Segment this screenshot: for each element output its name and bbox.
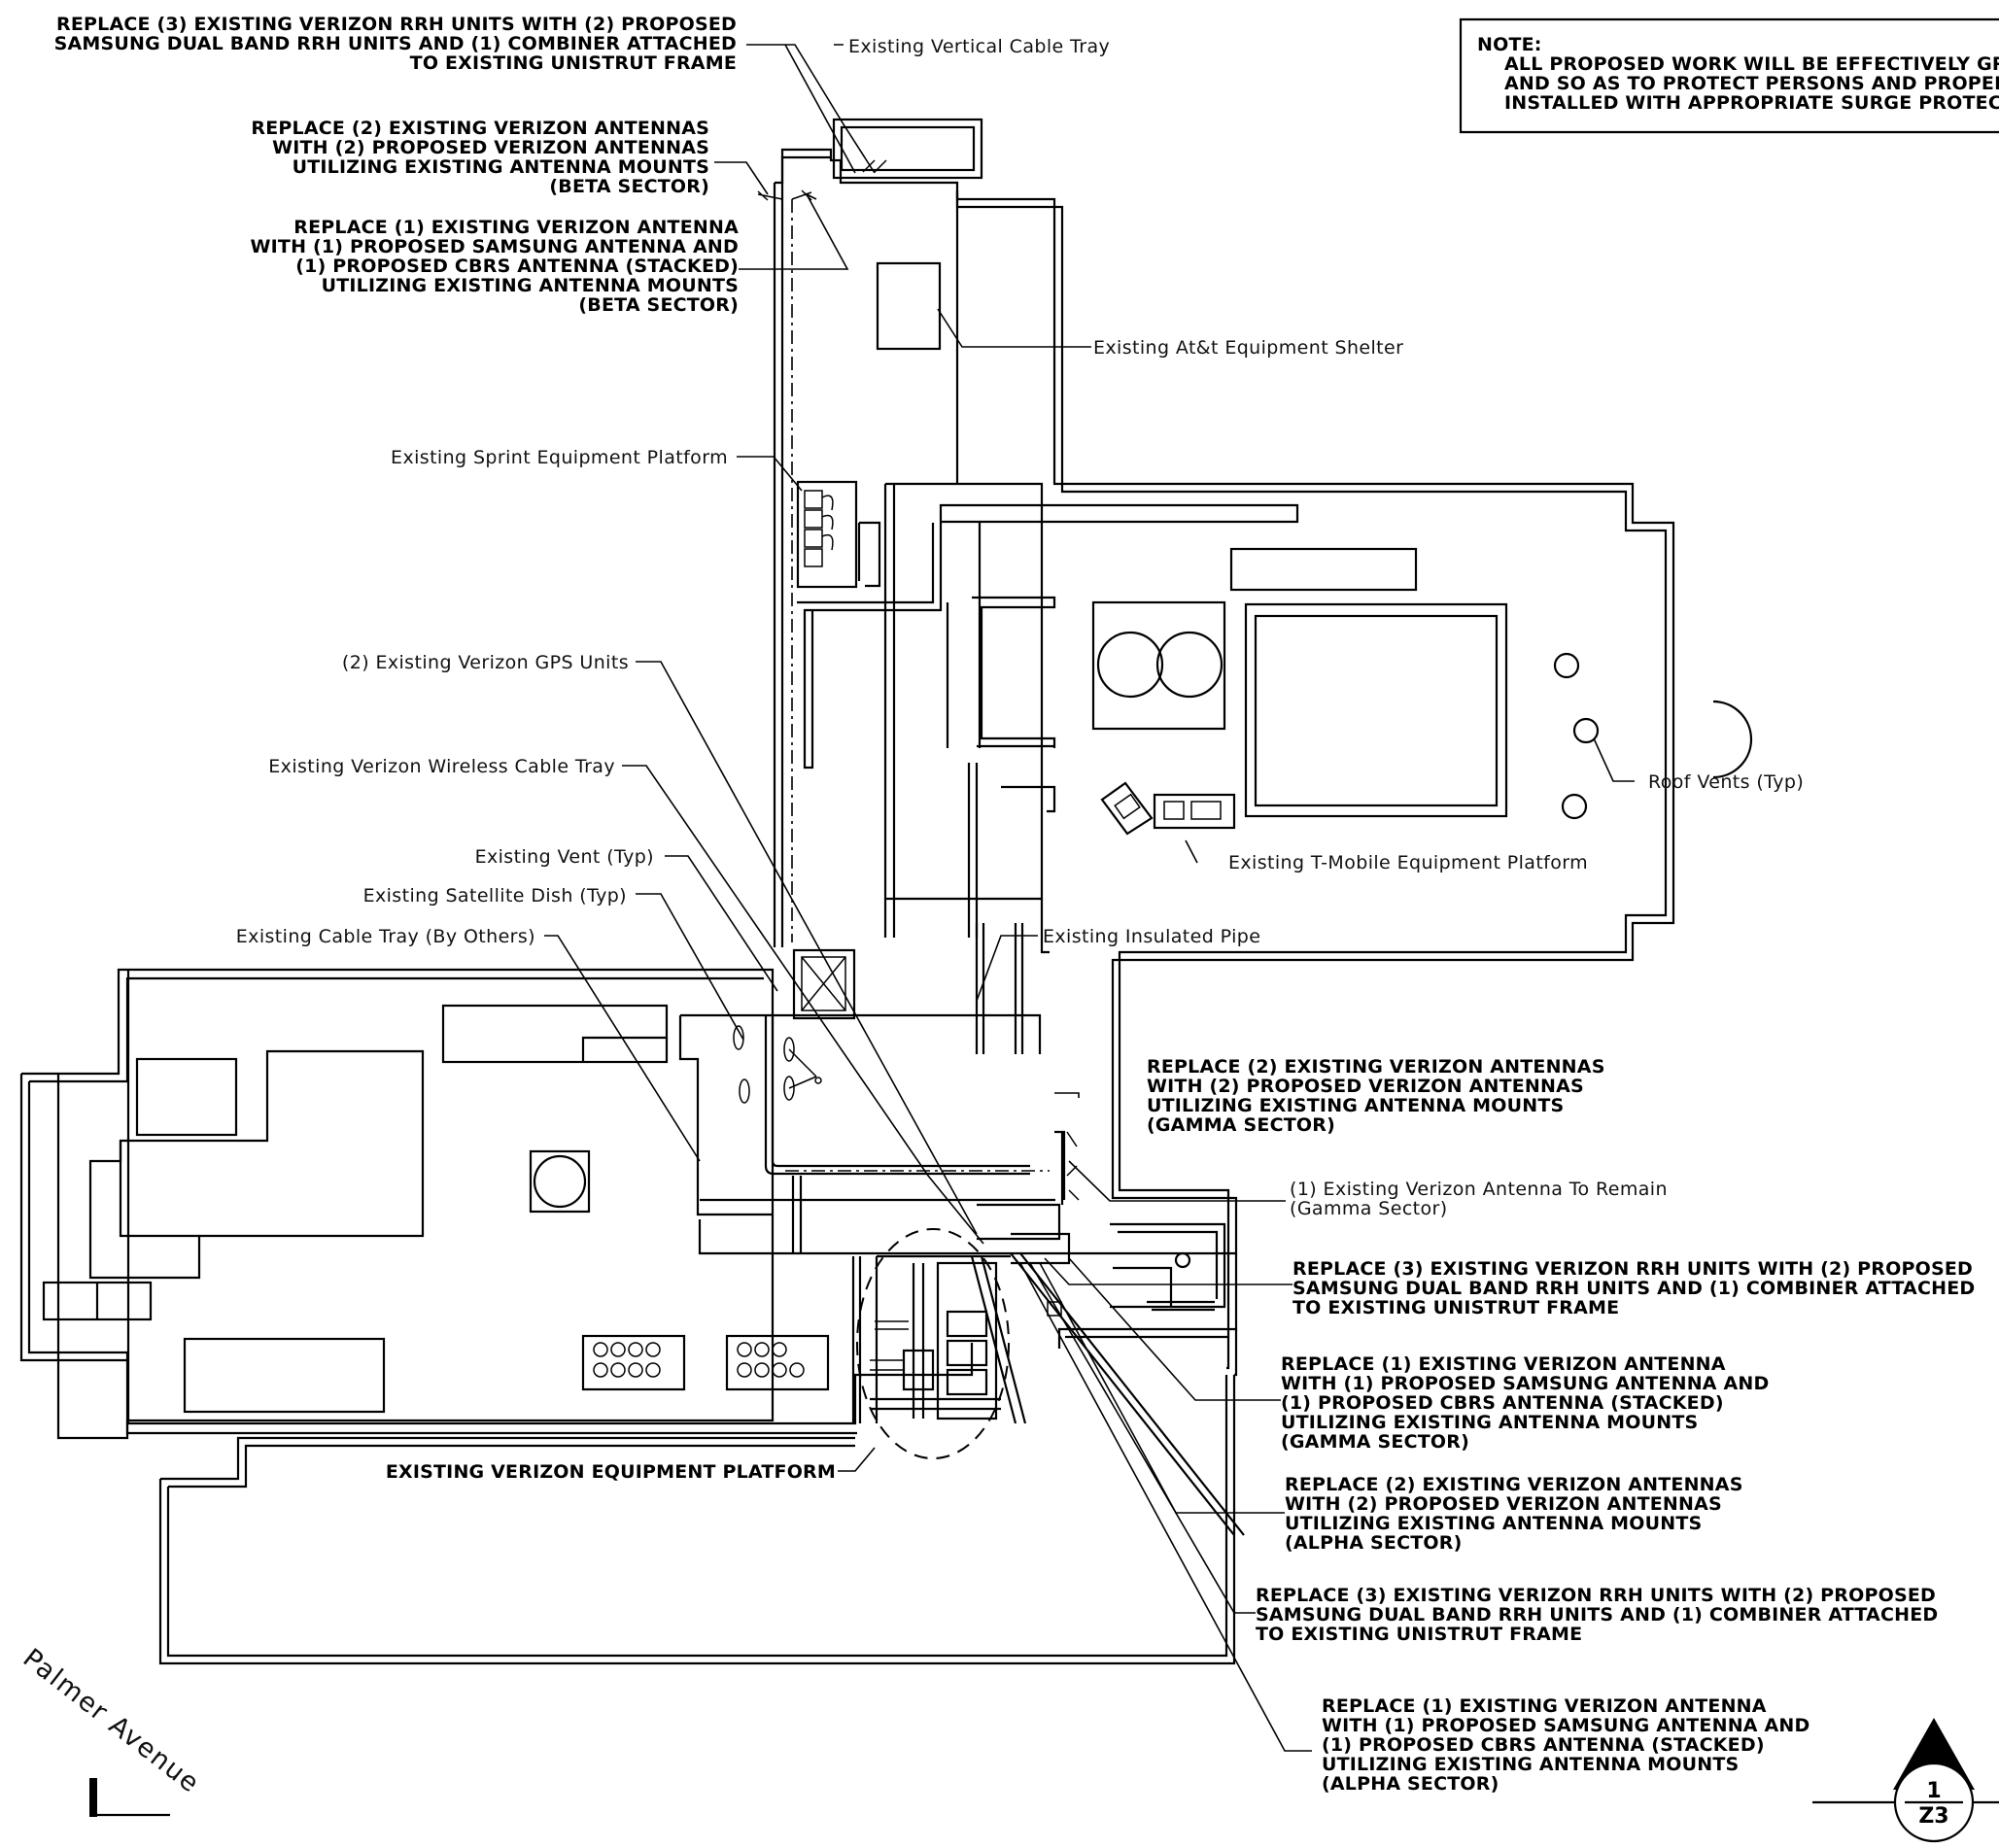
satellite-dish-area — [678, 1013, 1236, 1255]
lower-left-equipment — [42, 1004, 830, 1414]
callout-line: REPLACE (3) EXISTING VERIZON RRH UNITS W… — [1256, 1585, 1936, 1606]
callout-line: (ALPHA SECTOR) — [1285, 1532, 1462, 1554]
label-gps-units: (2) Existing Verizon GPS Units — [342, 652, 629, 673]
callout-line: (GAMMA SECTOR) — [1281, 1431, 1469, 1453]
callout-alpha-antennas: REPLACE (2) EXISTING VERIZON ANTENNAS WI… — [1285, 1474, 1743, 1554]
callout-line: UTILIZING EXISTING ANTENNA MOUNTS — [293, 156, 709, 178]
street-label: Palmer Avenue — [17, 1643, 206, 1799]
note-heading: NOTE: — [1477, 34, 1542, 55]
gamma-sector-area — [977, 1130, 1226, 1317]
callout-line: WITH (2) PROPOSED VERIZON ANTENNAS — [272, 137, 709, 158]
note-box: NOTE: ALL PROPOSED WORK WILL BE EFFECTIV… — [1459, 17, 1999, 134]
label-sprint-platform: Existing Sprint Equipment Platform — [391, 447, 728, 468]
label-satellite-dish: Existing Satellite Dish (Typ) — [363, 885, 627, 907]
scale-bar — [89, 1778, 170, 1817]
note-line: AND SO AS TO PROTECT PERSONS AND PROPERT — [1504, 73, 1999, 94]
callout-gamma-remain: (1) Existing Verizon Antenna To Remain (… — [1290, 1179, 1668, 1219]
callout-line: UTILIZING EXISTING ANTENNA MOUNTS — [1285, 1513, 1702, 1534]
callout-line: SAMSUNG DUAL BAND RRH UNITS AND (1) COMB… — [54, 33, 737, 54]
callout-line: TO EXISTING UNISTRUT FRAME — [1256, 1624, 1582, 1645]
label-vertical-cable-tray: Existing Vertical Cable Tray — [848, 36, 1110, 57]
callout-beta-samsung: REPLACE (1) EXISTING VERIZON ANTENNA WIT… — [250, 217, 739, 316]
callout-line: REPLACE (1) EXISTING VERIZON ANTENNA — [1281, 1353, 1726, 1375]
vent-box — [792, 948, 856, 1020]
callout-alpha-samsung: REPLACE (1) EXISTING VERIZON ANTENNA WIT… — [1322, 1695, 1810, 1795]
callout-line: UTILIZING EXISTING ANTENNA MOUNTS — [1147, 1095, 1564, 1116]
label-insulated-pipe: Existing Insulated Pipe — [1043, 926, 1260, 947]
callout-line: (GAMMA SECTOR) — [1147, 1114, 1335, 1136]
callout-gamma-samsung: REPLACE (1) EXISTING VERIZON ANTENNA WIT… — [1281, 1353, 1770, 1453]
callout-line: UTILIZING EXISTING ANTENNA MOUNTS — [1281, 1412, 1698, 1433]
sheet-id: Z3 — [1918, 1804, 1948, 1829]
callout-line: REPLACE (3) EXISTING VERIZON RRH UNITS W… — [56, 14, 737, 35]
callout-line: TO EXISTING UNISTRUT FRAME — [1292, 1297, 1619, 1318]
tmobile-area — [1091, 547, 1753, 836]
att-shelter — [876, 261, 942, 351]
callout-line: REPLACE (1) EXISTING VERIZON ANTENNA — [293, 217, 739, 238]
callout-line: (BETA SECTOR) — [578, 294, 739, 316]
callout-line: REPLACE (2) EXISTING VERIZON ANTENNAS — [1285, 1474, 1743, 1495]
label-roof-vents: Roof Vents (Typ) — [1648, 771, 1804, 793]
callout-line: WITH (2) PROPOSED VERIZON ANTENNAS — [1285, 1493, 1722, 1515]
callout-rrh-top: REPLACE (3) EXISTING VERIZON RRH UNITS W… — [54, 14, 737, 74]
label-tmobile-platform: Existing T-Mobile Equipment Platform — [1228, 852, 1588, 873]
callout-line: UTILIZING EXISTING ANTENNA MOUNTS — [1322, 1754, 1739, 1775]
callout-line: WITH (1) PROPOSED SAMSUNG ANTENNA AND — [250, 236, 739, 257]
label-vent: Existing Vent (Typ) — [475, 846, 654, 868]
cable-tray-network — [797, 482, 1299, 1054]
callout-line: REPLACE (2) EXISTING VERIZON ANTENNAS — [251, 118, 709, 139]
callout-rrh-alpha: REPLACE (3) EXISTING VERIZON RRH UNITS W… — [1256, 1585, 1938, 1645]
callout-line: (1) PROPOSED CBRS ANTENNA (STACKED) — [1281, 1392, 1724, 1414]
callout-line: (1) PROPOSED CBRS ANTENNA (STACKED) — [295, 256, 739, 277]
verizon-equipment-platform — [851, 1228, 1027, 1459]
sheet-detail-number: 1 — [1926, 1779, 1941, 1803]
callout-line: SAMSUNG DUAL BAND RRH UNITS AND (1) COMB… — [1256, 1604, 1938, 1626]
callout-line: SAMSUNG DUAL BAND RRH UNITS AND (1) COMB… — [1292, 1278, 1975, 1299]
callout-line: REPLACE (3) EXISTING VERIZON RRH UNITS W… — [1292, 1258, 1973, 1280]
callout-beta-antennas: REPLACE (2) EXISTING VERIZON ANTENNAS WI… — [251, 118, 709, 197]
label-cable-tray-others: Existing Cable Tray (By Others) — [236, 926, 535, 947]
callout-line: TO EXISTING UNISTRUT FRAME — [410, 52, 737, 74]
note-line: ALL PROPOSED WORK WILL BE EFFECTIVELY GR… — [1504, 53, 1999, 75]
callout-line: REPLACE (2) EXISTING VERIZON ANTENNAS — [1147, 1056, 1605, 1078]
callout-gamma-antennas: REPLACE (2) EXISTING VERIZON ANTENNAS WI… — [1147, 1056, 1605, 1136]
callout-line: (1) Existing Verizon Antenna To Remain — [1290, 1179, 1668, 1200]
vertical-cable-tray-box — [832, 118, 983, 180]
note-line: INSTALLED WITH APPROPRIATE SURGE PROTECT… — [1504, 92, 1999, 114]
callout-rrh-gamma: REPLACE (3) EXISTING VERIZON RRH UNITS W… — [1292, 1258, 1975, 1318]
callout-line: WITH (2) PROPOSED VERIZON ANTENNAS — [1147, 1076, 1584, 1097]
leader-lines — [544, 44, 1635, 1752]
callout-line: (Gamma Sector) — [1290, 1198, 1448, 1219]
callout-line: WITH (1) PROPOSED SAMSUNG ANTENNA AND — [1281, 1373, 1770, 1394]
callout-line: (1) PROPOSED CBRS ANTENNA (STACKED) — [1322, 1734, 1765, 1756]
callout-line: (BETA SECTOR) — [549, 176, 709, 197]
label-att-shelter: Existing At&t Equipment Shelter — [1093, 337, 1403, 359]
callout-line: REPLACE (1) EXISTING VERIZON ANTENNA — [1322, 1695, 1767, 1717]
callout-line: UTILIZING EXISTING ANTENNA MOUNTS — [322, 275, 739, 296]
north-arrow-icon: 1 Z3 — [1812, 1718, 1999, 1843]
callout-line: WITH (1) PROPOSED SAMSUNG ANTENNA AND — [1322, 1715, 1810, 1736]
label-verizon-platform: EXISTING VERIZON EQUIPMENT PLATFORM — [386, 1461, 836, 1483]
callout-line: (ALPHA SECTOR) — [1322, 1773, 1499, 1795]
diagonal-cable-tray — [1010, 1252, 1245, 1536]
label-verizon-cable-tray: Existing Verizon Wireless Cable Tray — [268, 756, 615, 777]
platform-highlight-circle — [856, 1228, 1010, 1459]
sprint-platform — [796, 480, 858, 589]
roof-outline — [19, 148, 1675, 1665]
